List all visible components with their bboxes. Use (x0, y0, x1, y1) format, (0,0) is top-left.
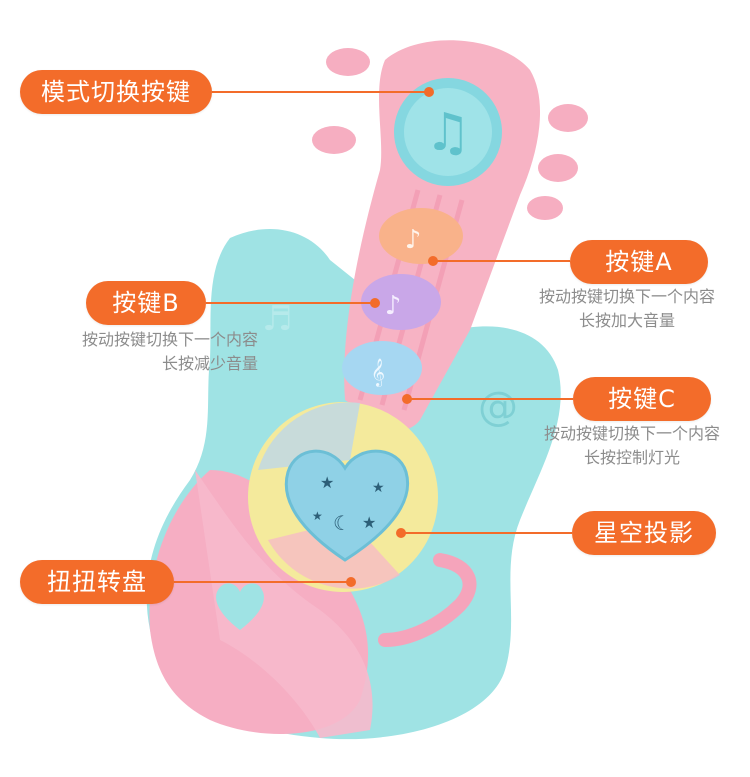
description-button-b: 按动按键切换下一个内容 长按减少音量 (20, 328, 258, 376)
callout-line (406, 398, 573, 400)
star-icon: ★ (312, 509, 323, 523)
treble-clef-icon: 𝄞 (371, 358, 385, 387)
music-note-icon: ♪ (405, 225, 422, 255)
button-a-shape (379, 208, 463, 264)
callout-line (174, 581, 350, 583)
label-twist-dial: 扭扭转盘 (20, 560, 174, 604)
music-note-icon: ♬ (262, 299, 292, 339)
description-button-c: 按动按键切换下一个内容 长按控制灯光 (516, 422, 748, 470)
description-button-a: 按动按键切换下一个内容 长按加大音量 (512, 285, 742, 333)
callout-dot (346, 577, 356, 587)
callout-dot (424, 87, 434, 97)
description-line: 长按控制灯光 (583, 448, 680, 467)
description-line: 按动按键切换下一个内容 (538, 287, 715, 306)
description-line: 按动按键切换下一个内容 (543, 424, 720, 443)
label-star-projection: 星空投影 (572, 511, 716, 555)
moon-icon: ☾ (333, 511, 351, 535)
star-icon: ★ (362, 513, 376, 532)
heart-icon (216, 583, 264, 630)
callout-line (400, 532, 572, 534)
callout-dot (370, 298, 380, 308)
callout-line (433, 260, 570, 262)
tuning-peg (527, 196, 563, 220)
guitar-body-pink-swoop (195, 470, 373, 738)
label-mode-switch: 模式切换按键 (20, 70, 212, 114)
star-icon: ★ (372, 480, 385, 496)
music-note-icon: ♫ (425, 103, 472, 163)
description-line: 长按减少音量 (161, 354, 258, 373)
callout-line (212, 91, 428, 93)
body-ridge (378, 553, 477, 647)
label-button-a: 按键A (570, 240, 708, 284)
star-icon: ★ (320, 473, 334, 492)
label-button-c: 按键C (573, 377, 711, 421)
heart-icon (284, 449, 410, 562)
tuning-peg (326, 48, 370, 76)
callout-dot (402, 394, 412, 404)
tuning-peg (538, 154, 578, 182)
description-line: 长按加大音量 (578, 311, 675, 330)
button-c-shape (342, 341, 422, 395)
swirl-icon: @ (478, 384, 518, 430)
callout-dot (428, 256, 438, 266)
music-note-icon: ♪ (385, 291, 402, 321)
tuning-peg (548, 104, 588, 132)
callout-dot (396, 528, 406, 538)
tuning-peg (312, 126, 356, 154)
callout-line (206, 302, 374, 304)
label-button-b: 按键B (86, 281, 206, 325)
button-b-shape (361, 274, 441, 330)
description-line: 按动按键切换下一个内容 (81, 330, 258, 349)
